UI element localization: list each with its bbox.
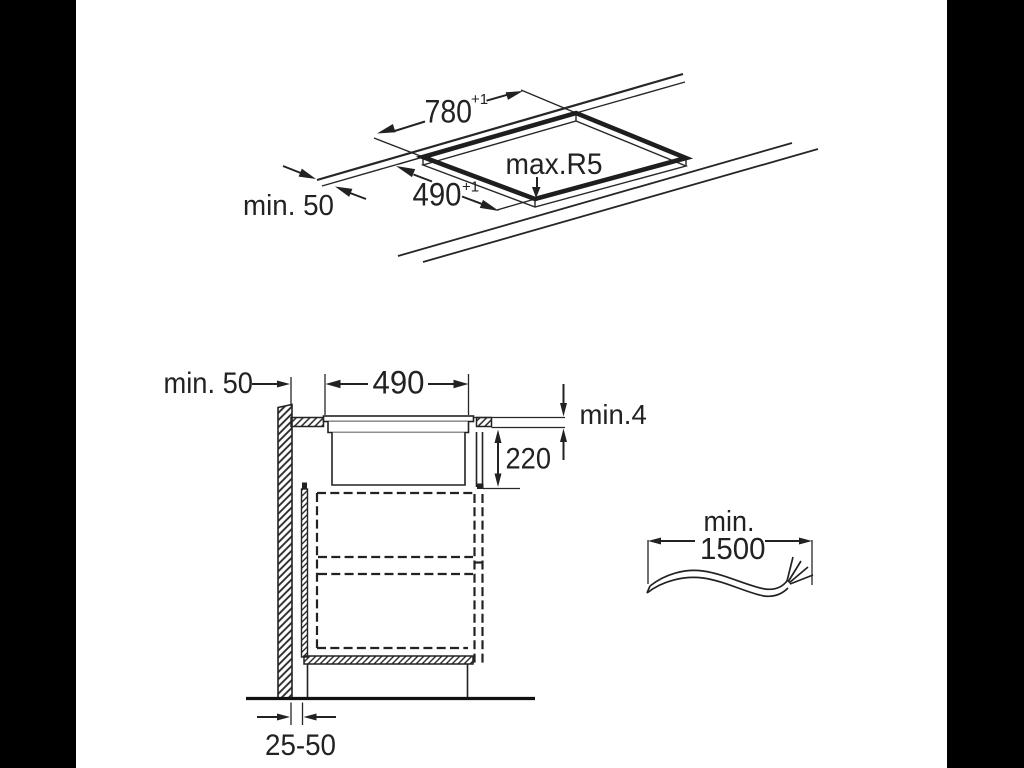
svg-text:+1: +1: [471, 91, 488, 108]
svg-text:min.: min.: [704, 506, 755, 538]
svg-text:490: 490: [413, 177, 462, 213]
svg-text:780: 780: [425, 94, 473, 130]
svg-text:min. 50: min. 50: [164, 367, 254, 400]
svg-text:min. 50: min. 50: [243, 190, 334, 222]
svg-text:+1: +1: [462, 179, 479, 196]
svg-text:490: 490: [373, 365, 425, 401]
svg-text:max.R5: max.R5: [506, 148, 603, 181]
svg-text:220: 220: [506, 443, 552, 476]
svg-text:min.4: min.4: [580, 399, 647, 430]
svg-text:1500: 1500: [700, 531, 766, 566]
svg-text:25-50: 25-50: [265, 729, 336, 762]
